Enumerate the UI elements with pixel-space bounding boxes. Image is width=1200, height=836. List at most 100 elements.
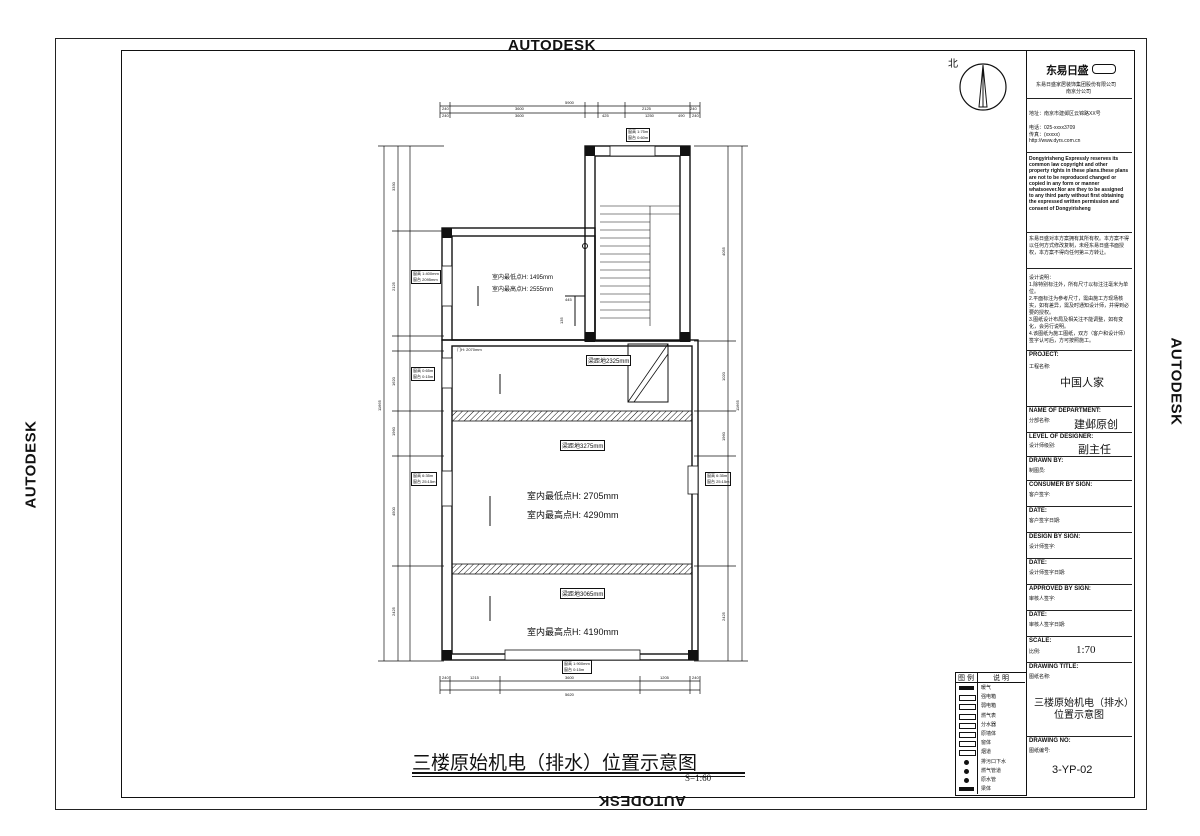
dtitle-value-1: 三楼原始机电（排水） (1034, 698, 1134, 709)
water-pipe-icon (964, 778, 969, 783)
company-branch: 南京分公司 (1066, 89, 1092, 95)
dim-right-2: 1020 (721, 371, 726, 381)
dim-top-r2-6: 240 (692, 113, 699, 118)
tb-date3-row: DATE: 审核人签字日期: (1026, 610, 1132, 637)
tb-dept-row: NAME OF DEPARTMENT: 分部名称: 建邺原创 (1026, 406, 1132, 433)
drain-icon (964, 759, 969, 765)
tb-drawn-row: DRAWN BY: 制图员: (1026, 456, 1132, 481)
approved-heading: APPROVED BY SIGN: (1029, 586, 1091, 592)
dim-bot-1: 240 (442, 675, 449, 680)
drawn-sub: 制图员: (1029, 468, 1046, 474)
outer-frame (55, 38, 1147, 810)
project-heading: PROJECT: (1029, 352, 1059, 358)
legend-label: 排污口下水 (981, 758, 1007, 765)
strong-box-icon (959, 695, 976, 702)
dim-bot-2: 1215 (470, 675, 480, 680)
watermark-top: AUTODESK (508, 37, 596, 54)
dno-heading: DRAWING NO: (1029, 738, 1071, 744)
gas-pipe-icon (964, 768, 969, 774)
dim-a-h: 445 (565, 297, 572, 302)
door-label: 门H: 2070mm (457, 347, 482, 352)
legend-label: 烟道 (981, 749, 992, 756)
gas-meter-icon (959, 713, 976, 720)
design-heading: DESIGN BY SIGN: (1029, 534, 1081, 540)
legend-label: 强电箱 (981, 694, 997, 701)
north-arrow-icon (959, 63, 1007, 111)
floor-plan: 5900 3600 2125 240 240 240 3600 425 1250… (377, 100, 748, 697)
company-logo: 东易日盛 (1046, 65, 1089, 77)
logo-mark-icon (1092, 64, 1116, 74)
dim-bot-5: 240 (692, 675, 699, 680)
tb-scale-row: SCALE: 比例: 1:70 (1026, 636, 1132, 663)
company-name: 东易日盛家居装饰集团股份有限公司 (1036, 82, 1117, 88)
tb-copyright-row: Dongyirisheng Expressly reserves its com… (1026, 152, 1132, 233)
approved-sub: 审核人签字: (1029, 596, 1056, 602)
legend-label: 燃气管道 (981, 767, 1002, 774)
website: http://www.dyrs.com.cn (1029, 138, 1081, 144)
dim-right-1: 4055 (721, 246, 726, 256)
title-underline (412, 772, 745, 774)
date3-sub: 审核人签字日期: (1029, 622, 1066, 628)
dtitle-heading: DRAWING TITLE: (1029, 664, 1079, 670)
tb-date1-row: DATE: 客户签字日期: (1026, 506, 1132, 533)
dim-top-4: 240 (442, 106, 449, 111)
wall-icon (959, 732, 976, 738)
dno-value: 3-YP-02 (1052, 764, 1093, 776)
phone: 电话：025-xxxx3709 (1029, 125, 1076, 131)
tb-project-row: PROJECT: 工程名称: 中国人家 (1026, 350, 1132, 407)
watermark-bottom: AUTODESK (598, 792, 686, 809)
weak-box-icon (959, 704, 976, 711)
dim-bot-4: 1205 (660, 675, 670, 680)
design-sub: 设计师签字: (1029, 544, 1056, 550)
title-block (1026, 50, 1133, 796)
tb-logo-row: 东易日盛 东易日盛家居装饰集团股份有限公司 南京分公司 (1026, 50, 1132, 99)
beam-label-1: 梁距地2325mm (586, 355, 632, 366)
dim-right-4: 2425 (721, 611, 726, 621)
watermark-right: AUTODESK (1167, 337, 1185, 426)
project-value: 中国人家 (1060, 377, 1104, 389)
legend-col2: 说 明 (993, 675, 1009, 682)
note-3: 3.图纸设计布局及相关注不能调整，如有变化，会另行说明。 (1029, 317, 1124, 330)
legend-col1: 图 例 (958, 675, 974, 682)
tb-level-row: LEVEL OF DESIGNER: 设计师级别: 副主任 (1026, 432, 1132, 457)
window-tag: 窗高 1:900mm 窗台 0:15m (562, 660, 592, 674)
legend-label: 原墙体 (981, 731, 997, 737)
legend-divider (977, 672, 978, 794)
room1-low: 室内最低点H: 1495mm (492, 275, 554, 281)
dno-sub: 图纸编号: (1029, 748, 1051, 754)
legend-label: 弱电箱 (981, 703, 997, 710)
tb-contact-row: 地址：南京市建邺区云锦路XX号 电话：025-xxxx3709 传真：(xxxx… (1026, 98, 1132, 153)
note-2: 2.平面标注为参考尺寸，需由施工方现场核实，如有差异，需及时通知设计师，并得到必… (1029, 296, 1130, 316)
room2-low: 室内最低点H: 2705mm (527, 491, 619, 501)
dim-top-r2-1: 240 (442, 113, 449, 118)
water-sep-icon (959, 722, 976, 729)
dim-left-total: 11665 (377, 399, 382, 411)
window-tag: 窗高 0:65m 窗台 0:15m (411, 367, 436, 381)
window-tag: 窗高 6:35m 窗台 25:15m (411, 472, 438, 486)
dept-sub: 分部名称: (1029, 418, 1051, 424)
legend-label: 暖气 (981, 685, 992, 691)
tb-dno-row: DRAWING NO: 图纸编号: 3-YP-02 (1026, 736, 1132, 790)
date1-heading: DATE: (1029, 508, 1047, 514)
scale-heading: SCALE: (1029, 638, 1052, 644)
dim-bot-3: 3600 (565, 675, 575, 680)
notes-title: 设计说明： (1029, 275, 1055, 281)
copyright-cn: 东易日盛对本方案拥有其所有权。本方案不得以任何方式修改复制，未经东易日盛书面授权… (1029, 236, 1130, 256)
dim-top-1: 5900 (565, 100, 575, 105)
fax: 传真：(xxxxx) (1029, 132, 1060, 138)
dim-right-3: 1960 (721, 431, 726, 441)
tb-date2-row: DATE: 设计师签字日期: (1026, 558, 1132, 585)
address: 地址：南京市建邺区云锦路XX号 (1029, 111, 1101, 117)
tb-consumer-row: CONSUMER BY SIGN: 客户签字: (1026, 480, 1132, 507)
north-label: 北 (948, 59, 958, 70)
dim-top-r2-5: 490 (678, 113, 685, 118)
dim-top-r2-4: 1250 (645, 113, 655, 118)
dim-a-v: 135 (559, 317, 564, 324)
copyright-en: Dongyirisheng Expressly reserves its com… (1029, 156, 1129, 212)
window-tag: 窗高 6:35m 窗台 25:15m (705, 472, 732, 486)
beam-label-3: 梁距地3065mm (560, 588, 606, 599)
inner-frame (121, 50, 1135, 798)
dim-left-2: 2125 (391, 281, 396, 291)
window-tag: 窗高 1:75m 窗台 0:60m (626, 128, 651, 142)
dim-top-5: 240 (690, 106, 697, 111)
